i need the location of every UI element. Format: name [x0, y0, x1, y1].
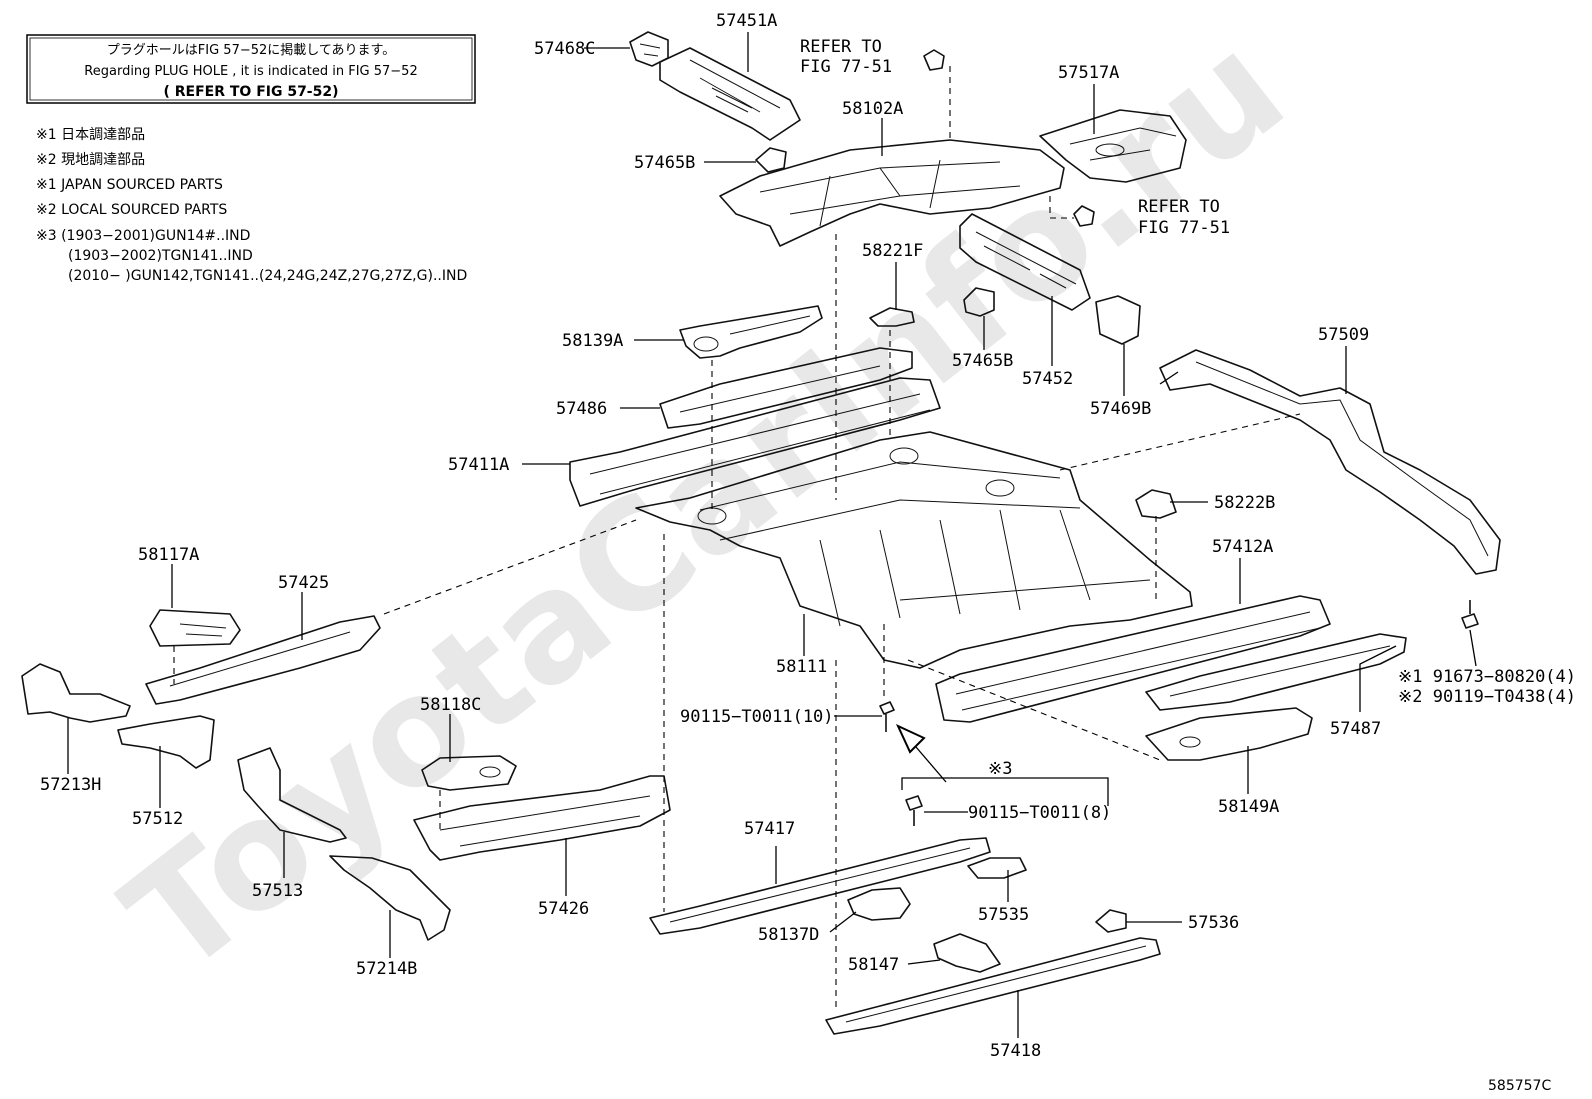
legend-line-6: (1903−2002)TGN141..IND — [68, 248, 253, 264]
part-58102A-shape — [719, 139, 1065, 247]
leader-lines — [67, 32, 1477, 1038]
label-91673: ※1 91673−80820(4) — [1398, 667, 1576, 687]
view-arrow — [895, 723, 947, 783]
dashed-connectors — [173, 66, 1301, 1008]
part-58139A-shape — [679, 305, 823, 359]
notice-line-jp: プラグホールはFIG 57−52に掲載してあります。 — [107, 42, 395, 58]
legend-line-5: ※3 (1903−2001)GUN14#..IND — [36, 228, 250, 244]
part-57418-shape — [825, 937, 1161, 1035]
part-57417-shape — [649, 837, 991, 935]
part-57412A-shape — [935, 595, 1331, 723]
refer-right-line1: REFER TO — [1138, 197, 1220, 217]
notice-line-en: Regarding PLUG HOLE , it is indicated in… — [84, 64, 417, 79]
label-57487: 57487 — [1330, 719, 1381, 739]
label-57513: 57513 — [252, 881, 303, 901]
label-57535: 57535 — [978, 905, 1029, 925]
refer-right-line2: FIG 77-51 — [1138, 218, 1230, 238]
part-58111-shape — [635, 431, 1193, 669]
label-57486: 57486 — [556, 399, 607, 419]
part-57535-shape — [967, 857, 1027, 879]
label-90119: ※2 90119−T0438(4) — [1398, 687, 1576, 707]
part-57213H-shape — [21, 663, 131, 723]
legend: ※1 日本調達部品 ※2 現地調達部品 ※1 JAPAN SOURCED PAR… — [36, 127, 467, 284]
label-58102A: 58102A — [842, 99, 903, 119]
label-57509: 57509 — [1318, 325, 1369, 345]
label-57426: 57426 — [538, 899, 589, 919]
part-57465B-top-shape — [755, 147, 787, 173]
legend-line-4: ※2 LOCAL SOURCED PARTS — [36, 202, 227, 218]
label-58221F: 58221F — [862, 241, 923, 261]
label-58147: 58147 — [848, 955, 899, 975]
bolt-90115-10-shape — [879, 701, 895, 732]
part-57214B-shape — [329, 855, 451, 941]
label-57517A: 57517A — [1058, 63, 1119, 83]
part-57465B-mid-shape — [963, 287, 995, 317]
part-57536-shape — [1095, 909, 1127, 933]
part-57486-shape — [659, 347, 913, 429]
label-58111: 58111 — [776, 657, 827, 677]
part-57517A-shape — [1039, 109, 1187, 183]
part-58222B-shape — [1135, 489, 1177, 519]
label-57417: 57417 — [744, 819, 795, 839]
label-57214B: 57214B — [356, 959, 417, 979]
label-57512: 57512 — [132, 809, 183, 829]
bolt-91673-shape — [1461, 600, 1479, 629]
notice-box: プラグホールはFIG 57−52に掲載してあります。 Regarding PLU… — [26, 34, 476, 104]
part-58221F-shape — [869, 307, 915, 327]
label-57411A: 57411A — [448, 455, 509, 475]
label-58139A: 58139A — [562, 331, 623, 351]
label-57412A: 57412A — [1212, 537, 1273, 557]
label-57536: 57536 — [1188, 913, 1239, 933]
part-57425-shape — [145, 615, 381, 705]
label-57418: 57418 — [990, 1041, 1041, 1061]
part-57487-shape — [1145, 633, 1407, 711]
label-57469B: 57469B — [1090, 399, 1151, 419]
bolt-90115-8-shape — [905, 795, 923, 826]
label-57452: 57452 — [1022, 369, 1073, 389]
part-labels: 57468C 57451A REFER TO FIG 77-51 57517A … — [40, 11, 1576, 1094]
refer-top-line2: FIG 77-51 — [800, 57, 892, 77]
figure-code: 585757C — [1488, 1078, 1551, 1094]
part-58117A-shape — [149, 609, 241, 647]
part-57426-shape — [413, 775, 671, 861]
label-57425: 57425 — [278, 573, 329, 593]
label-57451A: 57451A — [716, 11, 777, 31]
label-57465B-top: 57465B — [634, 153, 695, 173]
label-90115-10: 90115−T0011(10) — [680, 707, 834, 727]
label-58222B: 58222B — [1214, 493, 1275, 513]
label-57465B-mid: 57465B — [952, 351, 1013, 371]
label-58149A: 58149A — [1218, 797, 1279, 817]
clip-top-shape — [923, 49, 945, 71]
label-90115-8: 90115−T0011(8) — [968, 803, 1111, 823]
part-58147-shape — [933, 933, 1001, 973]
ref3-bracket — [901, 777, 1109, 806]
legend-line-2: ※2 現地調達部品 — [36, 152, 145, 168]
part-57451A-shape — [659, 47, 801, 141]
label-58137D: 58137D — [758, 925, 819, 945]
part-57509-shape — [1159, 349, 1501, 575]
label-58117A: 58117A — [138, 545, 199, 565]
label-58118C: 58118C — [420, 695, 481, 715]
label-57213H: 57213H — [40, 775, 101, 795]
part-58149A-shape — [1145, 707, 1313, 761]
part-57452-shape — [959, 213, 1091, 311]
notice-refer: ( REFER TO FIG 57-52) — [163, 84, 338, 100]
label-ref3: ※3 — [988, 759, 1012, 779]
part-58137D-shape — [847, 887, 911, 921]
label-57468C: 57468C — [534, 39, 595, 59]
legend-line-7: (2010− )GUN142,TGN141..(24,24G,24Z,27G,2… — [68, 268, 467, 284]
clip-right-shape — [1073, 205, 1095, 227]
part-57411A-shape — [569, 377, 941, 507]
part-57469B-shape — [1095, 295, 1141, 345]
refer-top-line1: REFER TO — [800, 37, 882, 57]
watermark: ToyotaCarInfo.ru — [95, 1, 1316, 1008]
part-57513-shape — [237, 747, 347, 843]
part-57512-shape — [117, 715, 215, 769]
legend-line-3: ※1 JAPAN SOURCED PARTS — [36, 177, 223, 193]
legend-line-1: ※1 日本調達部品 — [36, 127, 145, 143]
